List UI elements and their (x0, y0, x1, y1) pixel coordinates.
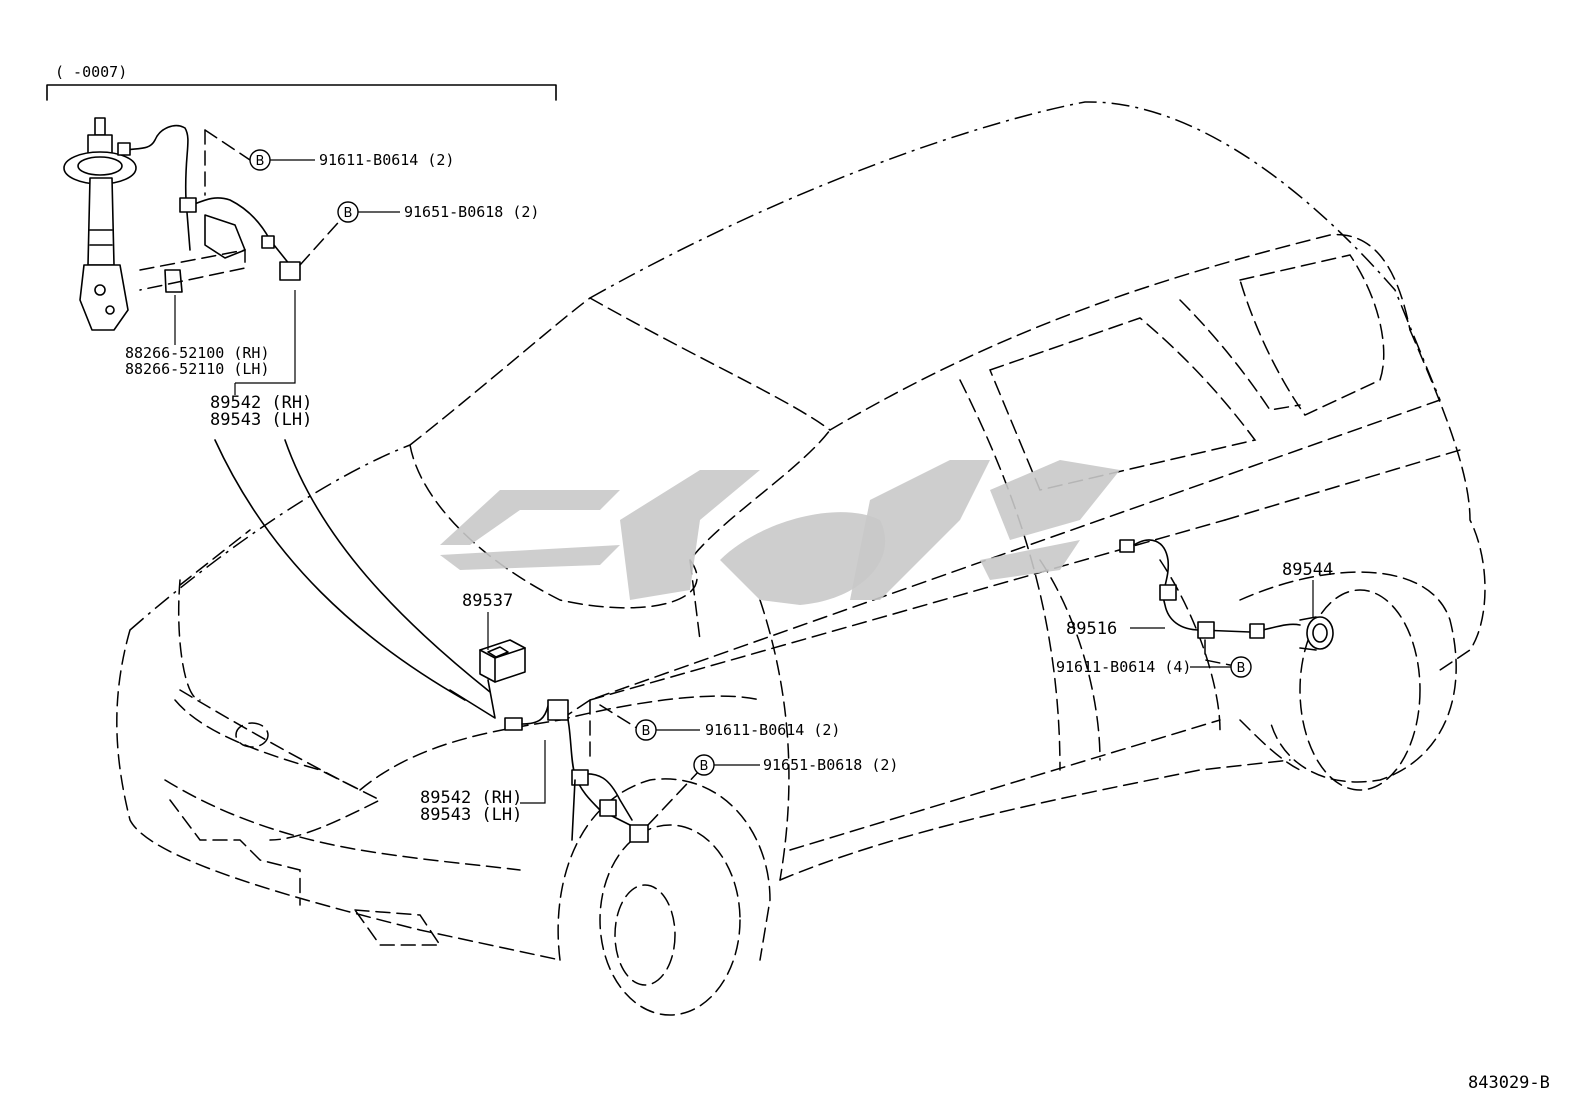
rear-sensor-wire (1119, 539, 1301, 666)
label-wire-lh: 89543 (LH) (210, 410, 312, 430)
label-sensor-lh: 88266-52110 (LH) (125, 360, 270, 378)
inset-leaders (174, 159, 400, 395)
bolt-callout-a: B 91611-B0614 (2) (249, 149, 454, 171)
svg-text:B: B (344, 206, 353, 221)
bolt-b-icon (337, 201, 359, 223)
car-body-outline (116, 101, 1486, 1016)
svg-text:B: B (256, 154, 265, 169)
inset-bracket: ( -0007) (46, 63, 557, 101)
bolt-callout-b: B 91651-B0618 (2) (337, 201, 539, 223)
svg-text:B: B (700, 759, 709, 774)
label-rear-rotor: 89544 (1282, 560, 1333, 580)
label-bolt-b: 91651-B0618 (2) (404, 203, 539, 221)
label-rear-wire: 89516 (1066, 619, 1117, 639)
inset-sensor-wire (117, 124, 346, 293)
bolt-b-icon (249, 149, 271, 171)
label-wire-rh: 89542 (RH) (210, 393, 312, 413)
label-front-wire-rh: 89542 (RH) (420, 788, 522, 808)
front-bolt-callout-a: B 91611-B0614 (2) (635, 719, 840, 741)
watermark-logo (440, 460, 1120, 605)
label-sensor-rh: 88266-52100 (RH) (125, 344, 270, 362)
label-ecu: 89537 (462, 591, 513, 611)
label-bolt-a: 91611-B0614 (2) (319, 151, 454, 169)
label-rear-bolt: 91611-B0614 (4) (1056, 658, 1191, 676)
strut-assembly (63, 117, 137, 331)
inset-range-label: ( -0007) (55, 63, 127, 81)
label-front-wire-lh: 89543 (LH) (420, 805, 522, 825)
label-front-bolt-a: 91611-B0614 (2) (705, 721, 840, 739)
skid-control-ecu: 89537 (462, 591, 526, 683)
pointer-arrow (214, 439, 496, 719)
svg-text:B: B (1237, 661, 1246, 676)
front-bolt-callout-b: B 91651-B0618 (2) (693, 754, 898, 776)
svg-text:B: B (642, 724, 651, 739)
rear-bolt-callout: B 91611-B0614 (4) (1056, 656, 1252, 678)
drawing-number: 843029-B (1468, 1073, 1550, 1093)
rear-sensor-rotor: 89544 (1282, 560, 1334, 651)
front-sensor-wire (504, 699, 701, 843)
label-front-bolt-b: 91651-B0618 (2) (763, 756, 898, 774)
